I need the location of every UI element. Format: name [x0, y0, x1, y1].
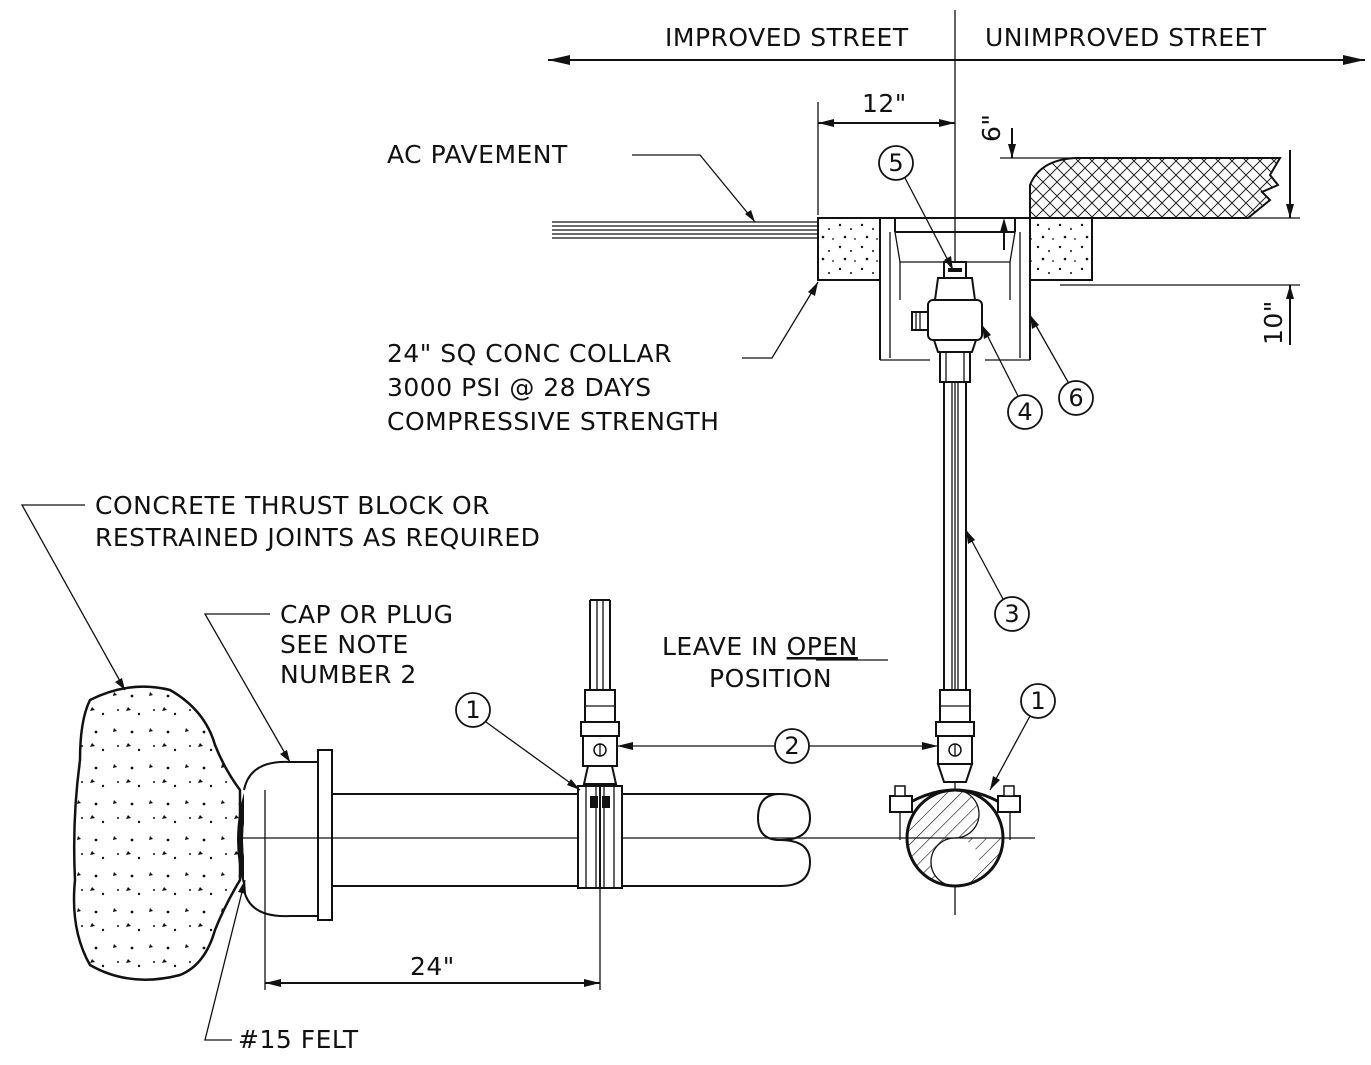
collar-note-line2: 3000 PSI @ 28 DAYS: [387, 373, 652, 402]
ac-pavement-label: AC PAVEMENT: [387, 140, 568, 169]
collar-callout: 24" SQ CONC COLLAR 3000 PSI @ 28 DAYS CO…: [387, 281, 819, 436]
corp-stop-right: [935, 689, 975, 783]
pavement-section: [552, 157, 1282, 383]
unimproved-ground: [1029, 157, 1282, 219]
open-note-prefix: LEAVE IN: [662, 632, 787, 661]
main-pipe-section: [889, 785, 1021, 888]
callout-3-number: 3: [1004, 600, 1019, 628]
cap-note-line1: CAP OR PLUG: [280, 600, 454, 629]
collar-note-line3: COMPRESSIVE STRENGTH: [387, 407, 719, 436]
callout-2: 2: [617, 728, 938, 764]
dim-10-label: 10": [1259, 300, 1288, 345]
callout-3: 3: [965, 529, 1030, 632]
callout-1-left-number: 1: [465, 696, 480, 724]
felt-callout: #15 FELT: [204, 879, 359, 1054]
callout-5: 5: [878, 145, 954, 271]
callout-6-number: 6: [1068, 384, 1083, 412]
callout-4: 4: [981, 324, 1043, 430]
ac-pavement: [552, 221, 818, 239]
cap-note-line3: NUMBER 2: [280, 660, 417, 689]
thrust-note-line1: CONCRETE THRUST BLOCK OR: [95, 491, 490, 520]
callout-6: 6: [1029, 314, 1094, 416]
dimension-10: 10": [1060, 150, 1300, 345]
callout-2-number: 2: [784, 732, 799, 760]
callout-4-number: 4: [1017, 398, 1032, 426]
felt-label: #15 FELT: [238, 1025, 359, 1054]
concrete-collar-left: [817, 217, 881, 281]
svg-text:LEAVE IN OPEN: LEAVE IN OPEN: [662, 632, 858, 661]
improved-street-label: IMPROVED STREET: [665, 23, 909, 52]
thrust-note-line2: RESTRAINED JOINTS AS REQUIRED: [95, 523, 540, 552]
dim-12-label: 12": [862, 89, 907, 118]
callout-5-number: 5: [888, 149, 903, 177]
dim-24-label: 24": [410, 952, 455, 981]
main-pipe: [240, 793, 1035, 887]
dimension-6: 6": [977, 114, 1075, 250]
callout-1-right-number: 1: [1030, 687, 1045, 715]
dim-6-label: 6": [977, 114, 1006, 142]
ac-pavement-callout: AC PAVEMENT: [387, 140, 756, 223]
cap-plug: [243, 749, 333, 990]
street-division: IMPROVED STREET UNIMPROVED STREET: [548, 10, 1365, 915]
open-position-note: LEAVE IN OPEN POSITION: [662, 632, 888, 693]
callout-1-right: 1: [989, 683, 1056, 791]
collar-note-line1: 24" SQ CONC COLLAR: [387, 339, 672, 368]
corp-stop-left: [580, 599, 620, 785]
unimproved-street-label: UNIMPROVED STREET: [985, 23, 1267, 52]
cap-note-line2: SEE NOTE: [280, 630, 409, 659]
open-note-word: OPEN: [787, 632, 858, 661]
curb-stop: [911, 261, 983, 383]
cap-callout: CAP OR PLUG SEE NOTE NUMBER 2: [203, 600, 454, 763]
valve-box: [879, 217, 1031, 361]
thrust-block-callout: CONCRETE THRUST BLOCK OR RESTRAINED JOIN…: [20, 491, 540, 691]
tapping-saddle-left: [577, 785, 623, 905]
dimension-24: 24": [265, 905, 601, 990]
thrust-block: [72, 685, 242, 981]
concrete-collar-right: [1029, 217, 1093, 281]
open-note-line2: POSITION: [709, 664, 832, 693]
callout-1-left: 1: [455, 692, 581, 791]
dimension-12: 12": [817, 89, 955, 215]
riser-pipe: [943, 382, 967, 690]
